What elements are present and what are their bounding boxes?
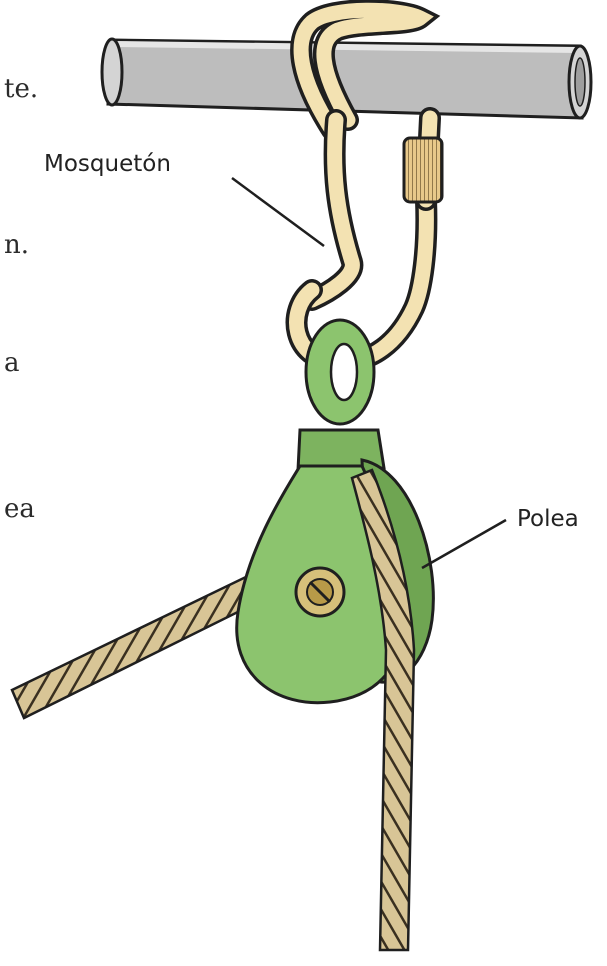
carabiner-label: Mosquetón (44, 153, 171, 176)
carabiner-leader-line (232, 178, 324, 246)
rope-left (12, 575, 262, 718)
pulley-leader-line (422, 520, 506, 568)
pulley-label: Polea (517, 508, 579, 531)
